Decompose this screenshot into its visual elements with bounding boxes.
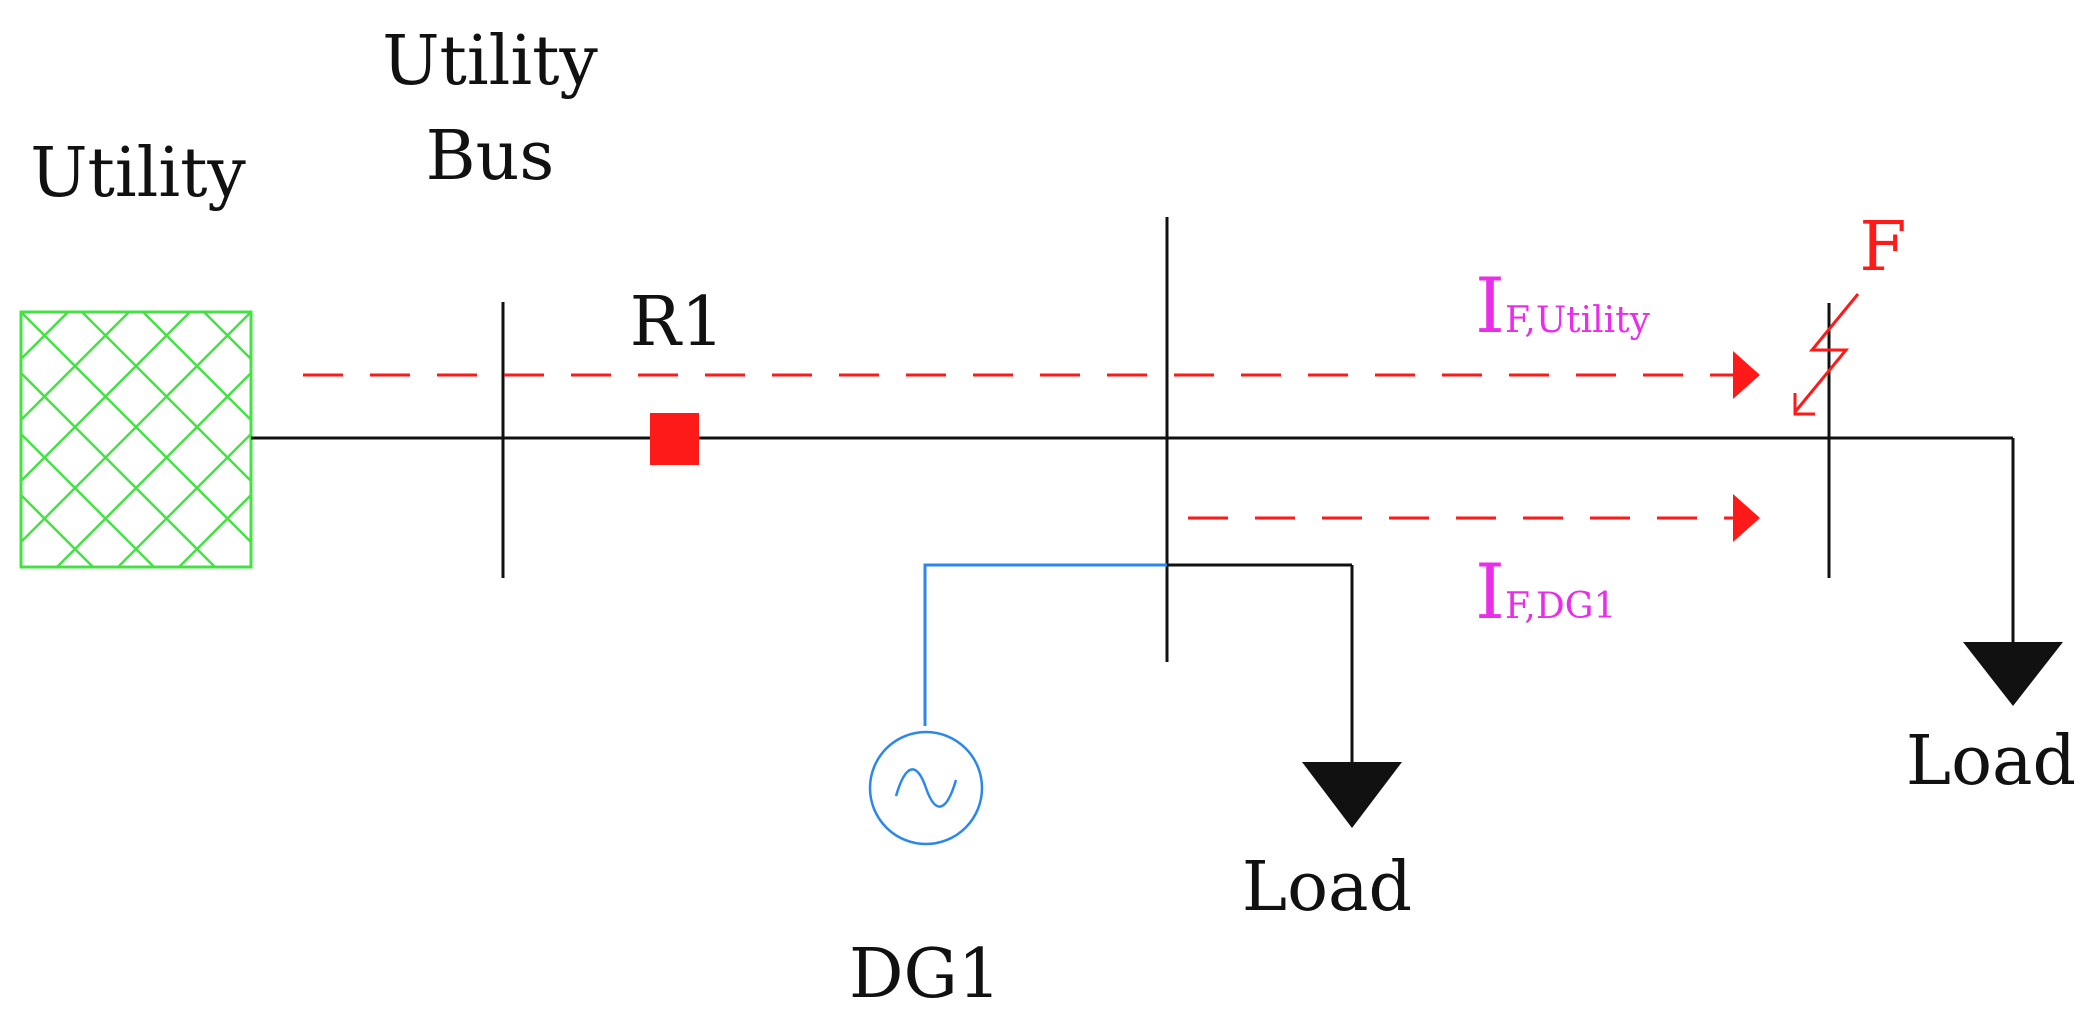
utility-label: Utility <box>30 134 246 213</box>
load-label-mid: Load <box>1242 848 1412 927</box>
lightning-fault-icon <box>1793 293 1860 416</box>
breaker-square-icon <box>650 413 699 465</box>
fault-label: F <box>1859 208 1906 287</box>
arrow-head-icon <box>1733 494 1760 542</box>
utility-bus-label-line2: Bus <box>426 117 555 196</box>
utility-bus-label-line1: Utility <box>382 22 598 101</box>
load-triangle-icon <box>1963 642 2063 706</box>
relay-label: R1 <box>630 283 724 362</box>
fault-current-dg-label: IF,DG1 <box>1475 547 1616 636</box>
fault-current-utility-label: IF,Utility <box>1475 261 1651 350</box>
dg-connection-line <box>923 563 1167 726</box>
arrow-head-icon <box>1733 351 1760 399</box>
load-triangle-icon <box>1302 762 1402 828</box>
load-label-right: Load <box>1906 722 2076 801</box>
generator-label: DG1 <box>849 935 1001 1014</box>
ac-generator-icon <box>868 730 984 846</box>
